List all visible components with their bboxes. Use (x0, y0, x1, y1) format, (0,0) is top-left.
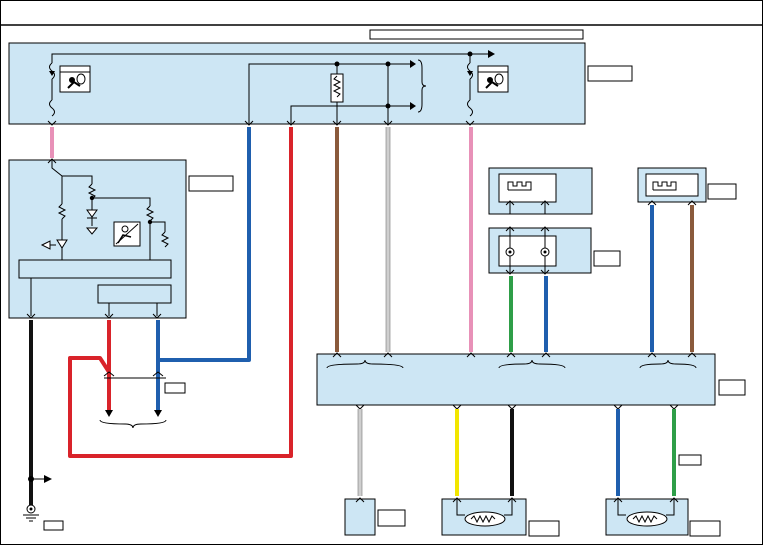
component-label-box (188, 175, 234, 192)
component-label-box (377, 509, 406, 527)
component-label-box (678, 454, 702, 466)
airbag-warning-icon (477, 65, 509, 93)
component-label-box (528, 520, 560, 537)
component-label-box (689, 520, 721, 537)
wire-harness (29, 127, 694, 505)
component-label-box (593, 250, 621, 267)
component-label-box (718, 379, 746, 396)
airbag-warning-icon (59, 65, 91, 93)
component-label-box (43, 520, 64, 531)
upper-sensor (488, 167, 593, 215)
airbag-control-module (8, 42, 586, 126)
right-sensor (637, 167, 707, 206)
right-inflator (605, 497, 689, 536)
red-wire (68, 127, 293, 458)
left-inflator (441, 497, 527, 536)
component-label-box (587, 65, 633, 82)
ground-point (23, 475, 52, 522)
connector-bracket (99, 371, 167, 429)
small-module (344, 497, 376, 536)
title-box (369, 29, 584, 40)
component-label-box (707, 183, 737, 200)
central-junction (316, 352, 716, 410)
component-label-box (164, 382, 186, 394)
clock-spring-module (8, 158, 187, 319)
seatbelt-icon (113, 221, 141, 247)
occupant-sensor (488, 226, 592, 275)
